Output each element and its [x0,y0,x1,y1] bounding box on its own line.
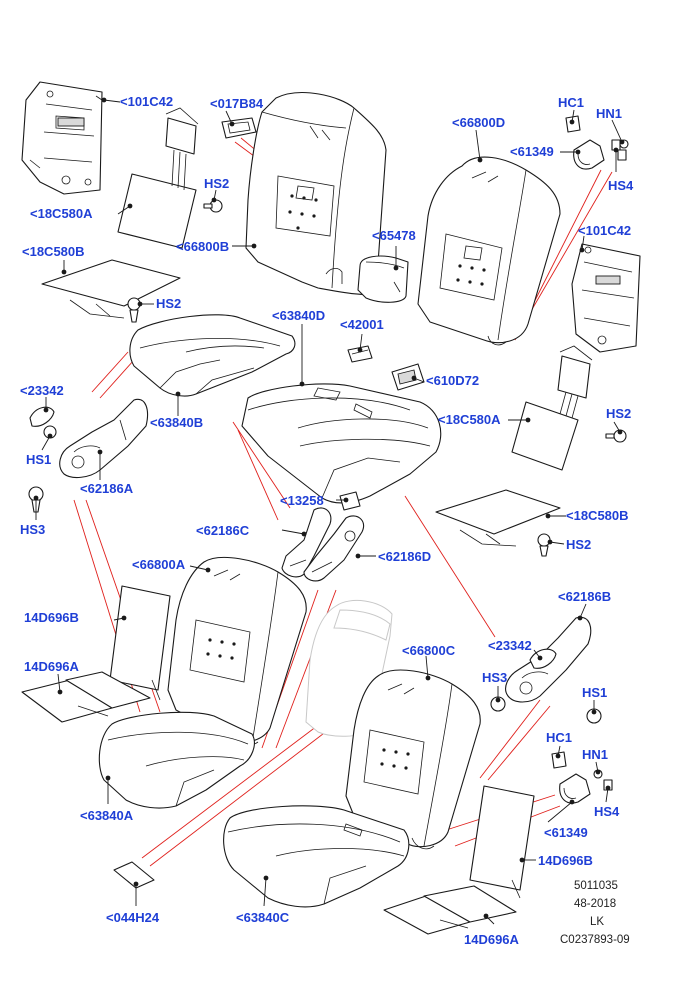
info-line-1: 5011035 [574,880,618,892]
side-trim-62186a [59,398,149,479]
callout-63840b[interactable]: <63840B [150,415,203,430]
callout-hs1-right[interactable]: HS1 [582,685,607,700]
callout-hs4-top[interactable]: HS4 [608,178,634,193]
base-panel-14d696a-right [383,885,517,935]
clip-017b84 [221,117,257,139]
screw-hs2-d [537,533,551,557]
callout-42001[interactable]: <42001 [340,317,384,332]
callout-65478[interactable]: <65478 [372,228,416,243]
screw-hs2-b [127,297,141,323]
seat-cushion-cover-63840a [98,711,255,809]
leader-lines [33,97,625,925]
callout-hs2-c[interactable]: HS2 [606,406,631,421]
hinge-cover-hc1-bottom [551,751,567,769]
hinge-nut-hn1-top [617,139,629,161]
callout-hs2-a[interactable]: HS2 [204,176,229,191]
recliner-cover-61349-bottom [559,773,591,804]
callout-66800b[interactable]: <66800B [176,239,229,254]
seat-cushion-cover-63840b [129,314,296,397]
callout-hc1-top[interactable]: HC1 [558,95,584,110]
callout-hs1-left[interactable]: HS1 [26,452,51,467]
seat-heater-mat-18c580b-right [435,489,561,547]
callout-66800d[interactable]: <66800D [452,115,505,130]
bracket-610d72 [391,363,425,391]
callout-14d696b-right[interactable]: 14D696B [538,853,593,868]
callout-61349-top[interactable]: <61349 [510,144,554,159]
recliner-cover-61349-top [573,139,605,170]
callout-14d696a-left[interactable]: 14D696A [24,659,80,674]
seat-back-frame-101c42-right [571,243,641,353]
callout-hs2-d[interactable]: HS2 [566,537,591,552]
seat-heater-mat-18c580b-left [41,259,181,319]
screw-hs2-c [605,429,627,443]
callout-62186b[interactable]: <62186B [558,589,611,604]
callout-13258[interactable]: <13258 [280,493,324,508]
callout-hn1-top[interactable]: HN1 [596,106,622,121]
callout-18c580a-left[interactable]: <18C580A [30,206,93,221]
callout-66800a[interactable]: <66800A [132,557,186,572]
callout-101c42-top[interactable]: <101C42 [120,94,173,109]
callout-labels: <101C42 <017B84 HC1 HN1 <66800D <61349 H… [20,94,634,947]
seat-back-cover-66800a [167,556,307,746]
screw-hs2-a [203,199,223,213]
callout-hs4-bottom[interactable]: HS4 [594,804,620,819]
callout-18c580b-right[interactable]: <18C580B [566,508,629,523]
info-line-4: C0237893-09 [560,934,630,946]
side-trim-62186d [303,515,364,582]
callout-hs3-left[interactable]: HS3 [20,522,45,537]
callout-18c580a-right[interactable]: <18C580A [438,412,501,427]
callout-044h24[interactable]: <044H24 [106,910,160,925]
seat-back-cover-66800d [417,156,561,346]
seat-cushion-cover-63840c [223,805,410,908]
seat-heater-mat-18c580a-right [511,345,593,471]
back-panel-14d696b-right [469,785,535,899]
callout-14d696b-left[interactable]: 14D696B [24,610,79,625]
callout-610d72[interactable]: <610D72 [426,373,479,388]
callout-62186c[interactable]: <62186C [196,523,250,538]
label-044h24 [113,861,155,889]
seat-back-frame-101c42 [21,81,103,195]
callout-hn1-bottom[interactable]: HN1 [582,747,608,762]
callout-017b84[interactable]: <017B84 [210,96,264,111]
callout-hc1-bottom[interactable]: HC1 [546,730,572,745]
bracket-13258 [339,491,361,511]
screw-hs4-top [611,139,621,151]
callout-23342-right[interactable]: <23342 [488,638,532,653]
callout-101c42-right[interactable]: <101C42 [578,223,631,238]
callout-61349-bottom[interactable]: <61349 [544,825,588,840]
info-line-2: 48-2018 [574,898,616,910]
drawing-info-block: 5011035 48-2018 LK C0237893-09 [560,880,630,946]
callout-hs2-b[interactable]: HS2 [156,296,181,311]
callout-18c580b-left[interactable]: <18C580B [22,244,85,259]
callout-hs3-right[interactable]: HS3 [482,670,507,685]
seat-cushion-cover-63840d [241,383,442,504]
callout-62186d[interactable]: <62186D [378,549,431,564]
callout-63840c[interactable]: <63840C [236,910,290,925]
armrest-65478 [357,255,409,303]
callout-66800c[interactable]: <66800C [402,643,456,658]
callout-62186a[interactable]: <62186A [80,481,134,496]
callout-63840a[interactable]: <63840A [80,808,134,823]
seat-heater-mat-18c580a [117,107,199,249]
base-panel-14d696a-left [21,671,151,723]
callout-23342-left[interactable]: <23342 [20,383,64,398]
info-line-3: LK [590,916,604,928]
callout-63840d[interactable]: <63840D [272,308,325,323]
back-panel-14d696b-left [109,585,171,701]
trim-23342-left [29,406,55,427]
callout-14d696a-right[interactable]: 14D696A [464,932,520,947]
